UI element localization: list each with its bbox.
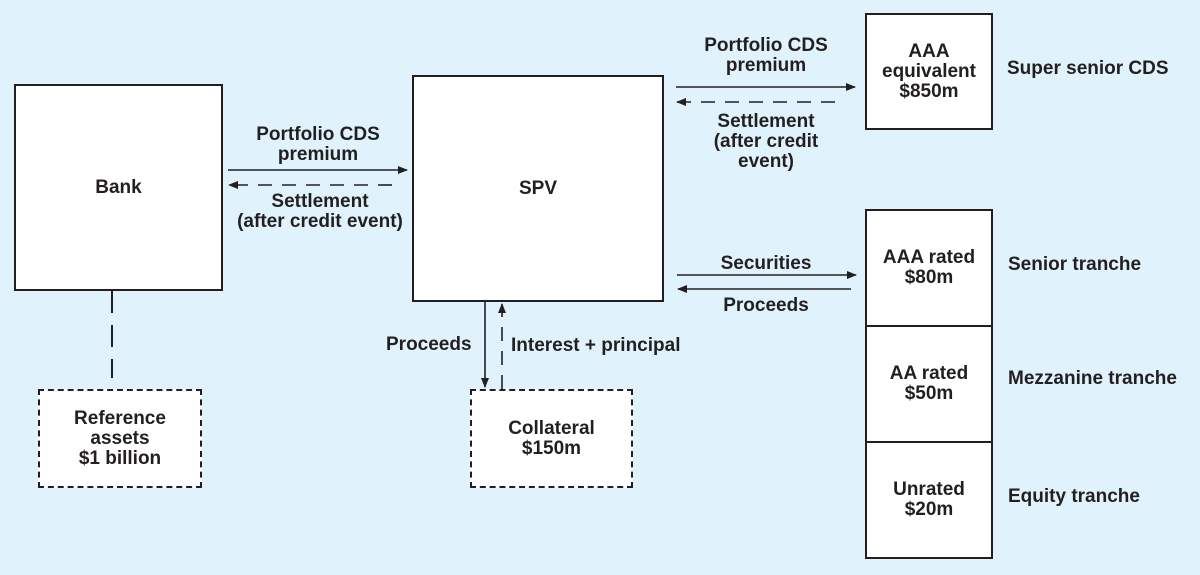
super-senior-name: Super senior CDS (1007, 58, 1169, 79)
super-senior-spv-settlement-label: Settlement (after credit event) (713, 111, 819, 172)
spv-label: SPV (518, 177, 558, 199)
senior-tranche-box: AAA rated $80m (867, 211, 991, 327)
super-senior-box-label: AAA equivalent $850m (882, 40, 976, 102)
bank-node: Bank (14, 84, 223, 291)
mezzanine-tranche-name: Mezzanine tranche (1008, 368, 1177, 389)
senior-tranche-name: Senior tranche (1008, 254, 1142, 275)
equity-tranche-box: Unrated $20m (893, 479, 965, 520)
bank-label: Bank (95, 176, 142, 198)
spv-bank-settlement-label: Settlement (after credit event) (237, 191, 403, 232)
spv-super-senior-premium-label: Portfolio CDS premium (704, 35, 828, 76)
super-senior-node: AAA equivalent $850m (865, 13, 993, 130)
collateral-node: Collateral $150m (470, 389, 633, 488)
equity-tranche-name: Equity tranche (1008, 486, 1140, 507)
mezzanine-tranche-box: AA rated $50m (867, 327, 991, 443)
tranche-stack: AAA rated $80m AA rated $50m Unrated $20… (865, 209, 993, 559)
tranches-spv-proceeds-label: Proceeds (723, 295, 809, 316)
bank-spv-premium-label: Portfolio CDS premium (256, 124, 380, 165)
collateral-label: Collateral $150m (508, 417, 595, 459)
reference-assets-node: Reference assets $1 billion (38, 389, 202, 488)
spv-collateral-proceeds-label: Proceeds (386, 334, 472, 355)
collateral-spv-interest-label: Interest + principal (511, 335, 681, 356)
reference-assets-label: Reference assets $1 billion (74, 407, 166, 469)
spv-node: SPV (412, 75, 664, 302)
spv-tranches-securities-label: Securities (720, 253, 812, 274)
